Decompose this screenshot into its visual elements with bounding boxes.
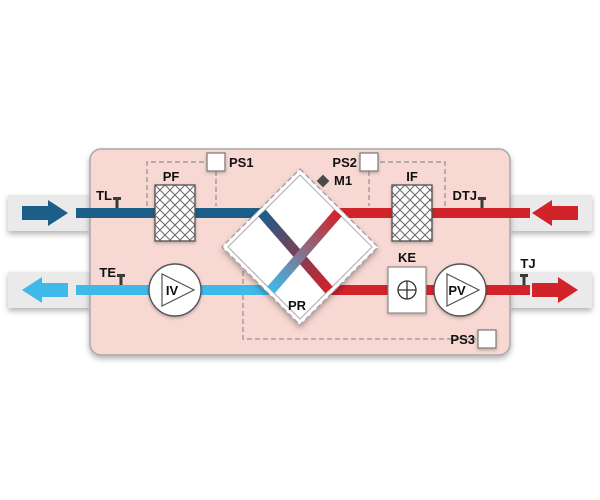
control-line-ps3 [242, 254, 476, 340]
label-iv: IV [166, 283, 179, 298]
fan-pv-impeller-icon [446, 273, 481, 307]
label-pf: PF [163, 169, 180, 184]
sensor-te [117, 274, 125, 285]
exhaust-air-outlet-arrow [22, 277, 68, 303]
sensor-tj [520, 274, 528, 285]
temperature-sensors [113, 197, 528, 285]
pressure-switch-ps3 [477, 329, 497, 349]
label-ke: KE [398, 250, 416, 265]
label-ps2: PS2 [332, 155, 357, 170]
label-tl: TL [96, 188, 112, 203]
heat-exchanger-core [227, 174, 373, 320]
filter-if [391, 184, 433, 242]
supply-air-outlet-arrow [532, 277, 578, 303]
control-line-ps1-left [146, 161, 205, 206]
label-ps3: PS3 [450, 332, 475, 347]
fan-iv: IV [148, 263, 202, 317]
pressure-switches [206, 152, 497, 349]
supply-air-pipe [329, 285, 530, 295]
sensor-dtj [478, 197, 486, 208]
label-pr: PR [288, 298, 307, 313]
sensor-tl [113, 197, 121, 208]
control-lines [146, 161, 476, 340]
fresh-air-inlet-arrow [22, 200, 68, 226]
label-te: TE [99, 265, 116, 280]
label-tj: TJ [520, 256, 535, 271]
heater-plus-cross [398, 281, 416, 299]
fan-pv: PV [433, 263, 487, 317]
damper-actuator-m1 [316, 174, 330, 188]
flow-arrows [22, 200, 578, 303]
extract-air-inlet-arrow [532, 200, 578, 226]
filters [154, 184, 433, 242]
label-dtj: DTJ [452, 188, 477, 203]
control-line-ps2-right [380, 161, 446, 206]
extract-air-pipe [338, 208, 530, 218]
cross-band-extract [267, 209, 342, 294]
fan-iv-impeller-icon [161, 273, 196, 307]
label-pv: PV [448, 283, 466, 298]
heat-exchanger [221, 168, 379, 326]
label-ps1: PS1 [229, 155, 254, 170]
filter-pf [154, 184, 196, 242]
component-labels: TL PF PS1 PS2 M1 IF DTJ TE PR KE TJ PS3 [96, 155, 535, 347]
label-m1: M1 [334, 173, 352, 188]
pressure-switch-ps1 [206, 152, 226, 172]
heater-ke [387, 266, 427, 314]
cross-band-supply [258, 209, 333, 294]
pressure-switch-ps2 [359, 152, 379, 172]
label-if: IF [406, 169, 418, 184]
